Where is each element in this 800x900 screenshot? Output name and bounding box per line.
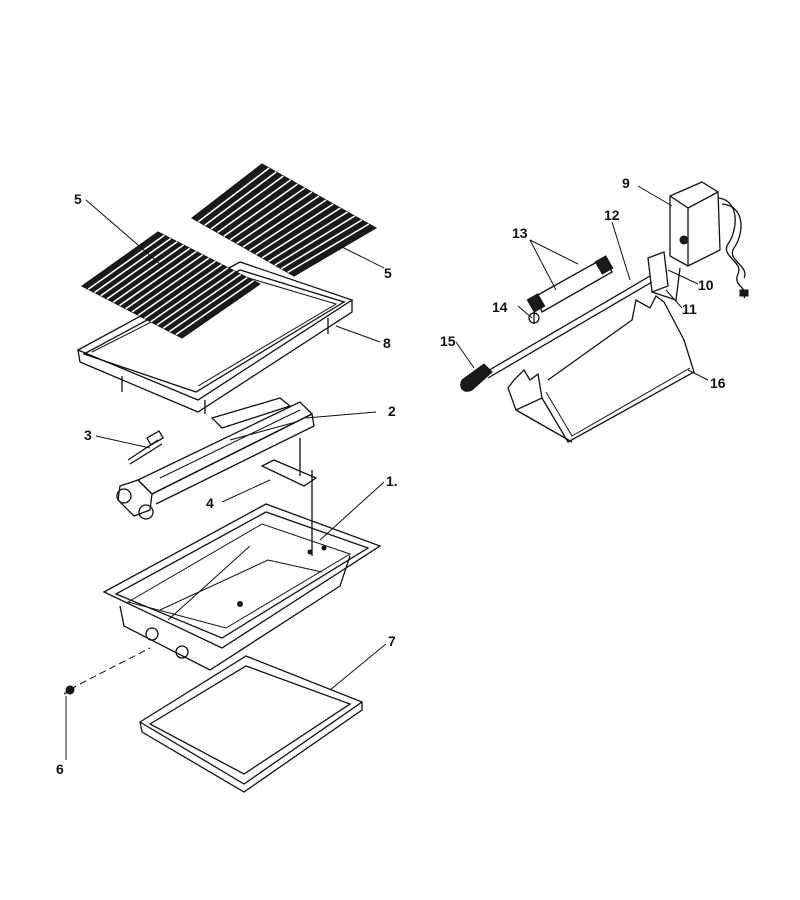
callout-11: 11 [682, 301, 697, 317]
grate-bar [131, 257, 210, 313]
grate-bar [236, 191, 313, 245]
grate-bar [204, 171, 277, 226]
grate-bar [280, 219, 363, 270]
part-10-11-bracket [647, 251, 681, 301]
grate-bar [150, 267, 229, 323]
part-2-burner-assembly [116, 397, 315, 520]
grate-bar [162, 273, 242, 329]
grate-bar [156, 270, 235, 326]
part-16-support-stand [507, 295, 695, 443]
grate-bar [100, 241, 178, 297]
part-3-igniter [127, 430, 164, 465]
grate-bar [119, 250, 197, 307]
part-5-grill-grate-left [81, 231, 261, 339]
grate-bar [261, 207, 341, 259]
part-1-burner-box [79, 470, 382, 685]
grate-bar [274, 215, 356, 266]
callout-7: 7 [388, 633, 396, 649]
grate-bar [175, 280, 255, 336]
part-13-spit-forks [526, 255, 614, 313]
callout-1: 1. [386, 473, 398, 489]
callout-10: 10 [698, 277, 714, 293]
part-14-screw [528, 312, 540, 324]
part-5-grill-grate-right [191, 163, 378, 277]
grate-bar [106, 244, 184, 300]
part-9-rotisserie-motor [669, 181, 749, 299]
callout-13: 13 [512, 225, 528, 241]
grate-bar [169, 276, 248, 333]
grate-bar [242, 195, 320, 248]
grate-bar [125, 254, 204, 310]
callout-15: 15 [440, 333, 456, 349]
grate-bar [229, 187, 306, 241]
part-15-spit-handle [460, 363, 493, 392]
grate-bar [248, 199, 327, 252]
grate-bar [217, 179, 291, 234]
grate-bar [223, 183, 299, 237]
callout-8: 8 [383, 335, 391, 351]
callout-12: 12 [604, 207, 620, 223]
callout-3: 3 [84, 427, 92, 443]
grate-bar [197, 167, 270, 223]
grate-bar [87, 234, 165, 290]
grate-bar [287, 223, 370, 274]
callout-labels: 5 5 8 2 3 4 1. 7 6 9 12 13 10 11 14 15 1… [56, 175, 726, 777]
part-6-screw [63, 685, 77, 695]
callout-6: 6 [56, 761, 64, 777]
callout-5-left: 5 [74, 191, 82, 207]
grate-bar [255, 203, 334, 255]
grate-bar [268, 211, 348, 263]
grate-bar [210, 175, 284, 230]
grate-bar [112, 247, 191, 303]
grate-bar [144, 263, 223, 320]
grate-bar [137, 260, 216, 316]
callout-2: 2 [388, 403, 396, 419]
grate-bar [94, 237, 172, 294]
callout-14: 14 [492, 299, 508, 315]
part-7-drip-pan [138, 655, 364, 793]
part-12-spit-rod [485, 275, 653, 379]
callout-16: 16 [710, 375, 726, 391]
callout-5-right: 5 [384, 265, 392, 281]
callout-9: 9 [622, 175, 630, 191]
leader-lines [65, 185, 709, 760]
callout-4: 4 [206, 495, 214, 511]
part-4-bracket [260, 438, 318, 487]
